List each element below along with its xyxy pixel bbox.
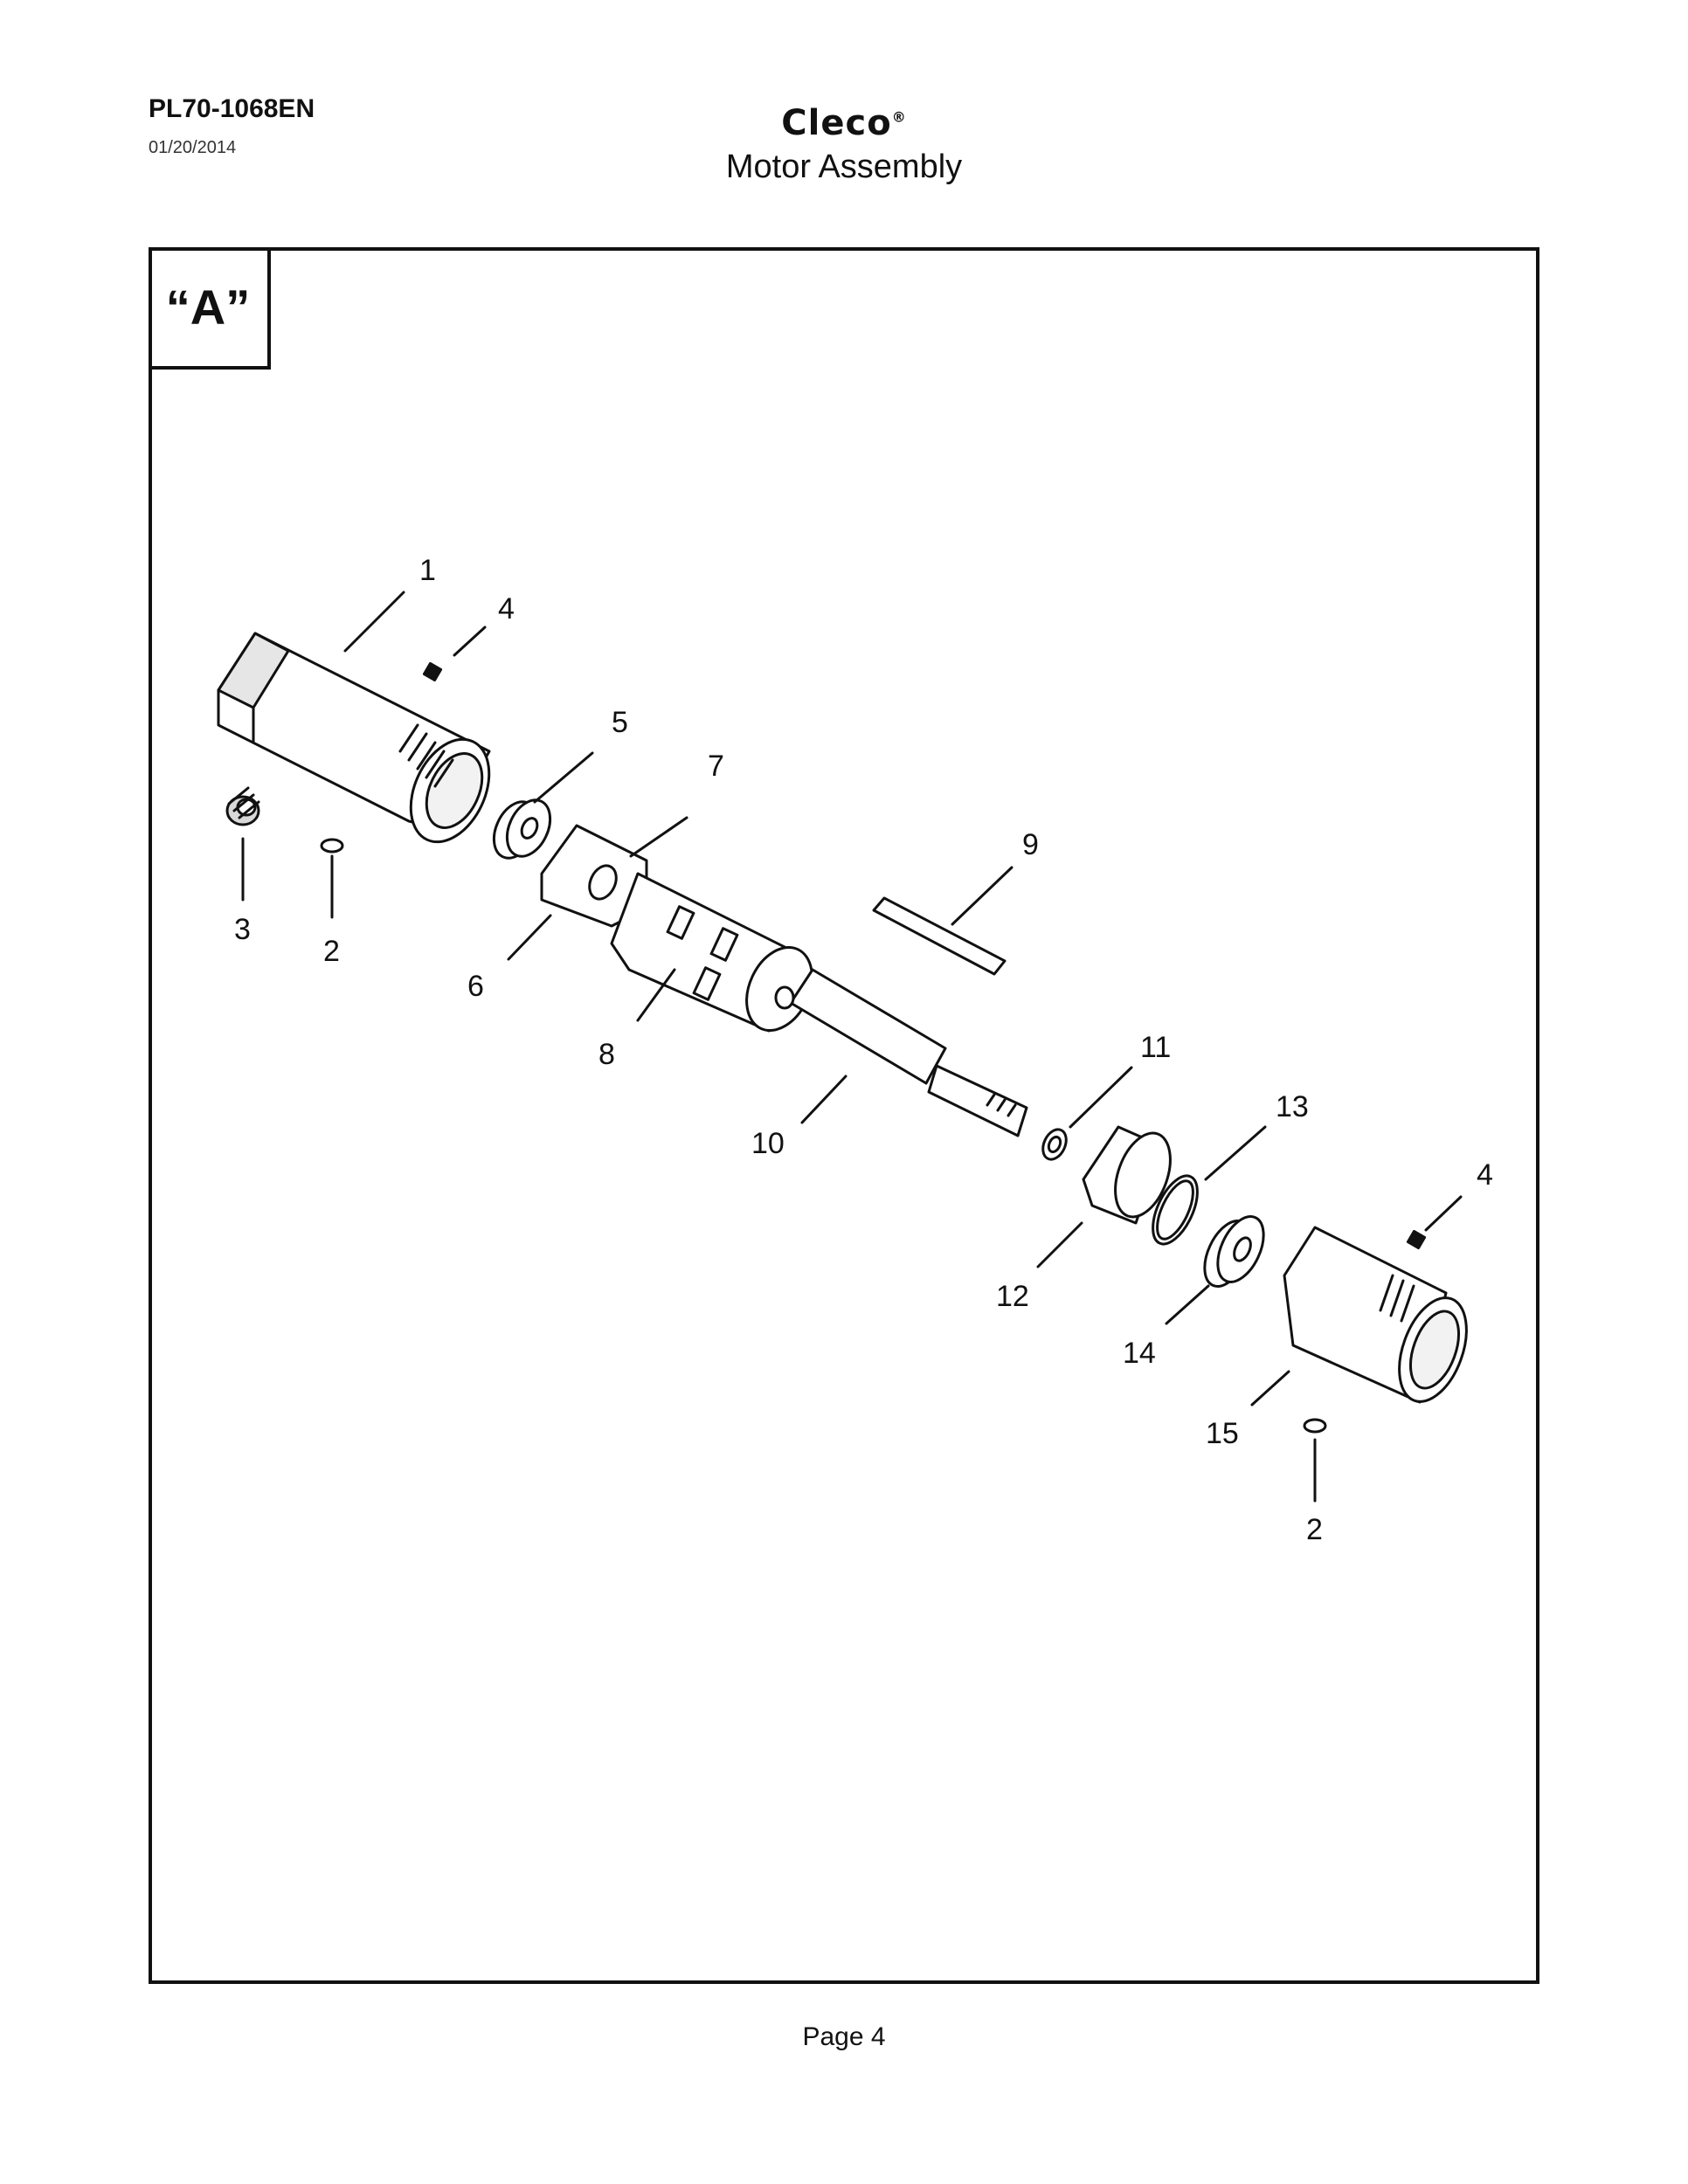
part-3-plug xyxy=(225,786,260,826)
callout-7: 7 xyxy=(708,750,724,783)
callout-13: 13 xyxy=(1276,1090,1309,1123)
callout-9: 9 xyxy=(1022,828,1039,861)
callout-15: 15 xyxy=(1206,1417,1239,1450)
part-8-cylinder xyxy=(610,872,813,1033)
callout-8: 8 xyxy=(598,1038,615,1071)
callout-1: 1 xyxy=(419,554,436,587)
brand-name: Cleco xyxy=(781,103,892,143)
document-number: PL70-1068EN xyxy=(149,94,315,123)
part-6-end-plate xyxy=(540,824,648,928)
callout-6: 6 xyxy=(467,970,484,1003)
callout-4: 4 xyxy=(498,592,515,625)
brand-logo: Cleco® xyxy=(0,103,1688,143)
callout-4-right: 4 xyxy=(1477,1158,1493,1192)
page-title: Motor Assembly xyxy=(725,149,963,185)
callout-10: 10 xyxy=(751,1127,785,1160)
part-2-pin-right xyxy=(1303,1418,1327,1434)
callout-2-right: 2 xyxy=(1306,1513,1323,1546)
registered-mark: ® xyxy=(891,108,907,126)
callout-leader-lines xyxy=(241,591,1463,1503)
callout-5: 5 xyxy=(612,706,628,739)
callout-14: 14 xyxy=(1123,1337,1156,1370)
callout-labels: 1 4 5 7 9 3 2 6 8 11 10 13 4 12 14 15 2 xyxy=(234,554,1493,1546)
part-1-motor-housing xyxy=(217,632,491,844)
view-label: “A” xyxy=(149,247,271,370)
callout-3: 3 xyxy=(234,913,251,946)
document-date: 01/20/2014 xyxy=(149,138,237,157)
page-number: Page 4 xyxy=(802,2022,886,2051)
part-11-washer xyxy=(1041,1128,1068,1161)
part-4-set-screw-left xyxy=(422,661,443,682)
callout-12: 12 xyxy=(996,1280,1029,1313)
part-5-bearing xyxy=(492,798,552,860)
part-4-set-screw-right xyxy=(1406,1229,1427,1250)
part-14-bearing xyxy=(1203,1215,1265,1288)
part-12-ring xyxy=(1082,1125,1172,1225)
part-15-rear-housing xyxy=(1283,1226,1468,1404)
part-9-vane xyxy=(872,896,1007,976)
callout-2: 2 xyxy=(323,935,340,968)
part-13-o-ring xyxy=(1152,1174,1199,1246)
part-2-pin-left xyxy=(320,838,344,854)
part-10-rotor xyxy=(774,968,1028,1137)
diagram-frame xyxy=(149,247,1539,1984)
callout-11: 11 xyxy=(1140,1031,1171,1064)
